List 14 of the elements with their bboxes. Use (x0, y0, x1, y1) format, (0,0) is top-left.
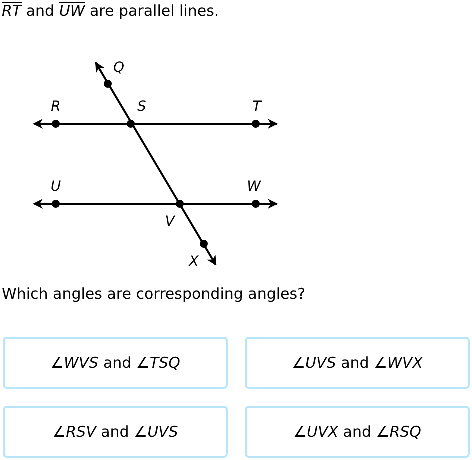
question-text: Which angles are corresponding angles? (2, 285, 306, 303)
point-label: W (247, 179, 261, 195)
point-label: V (165, 214, 175, 230)
point-label: R (51, 99, 61, 115)
point-label: S (138, 99, 146, 115)
point-label: Q (113, 60, 125, 76)
answer-button: ∠RSV and ∠UVS (3, 406, 228, 458)
answer-button: ∠WVS and ∠TSQ (3, 337, 228, 389)
answer-button: ∠UVS and ∠WVX (245, 337, 470, 389)
point-label: X (189, 254, 199, 270)
title-text: RT and UW are parallel lines. (2, 2, 220, 20)
point-label: T (252, 99, 262, 115)
point-label: U (50, 179, 62, 195)
answer-button: ∠UVX and ∠RSQ (245, 406, 470, 458)
